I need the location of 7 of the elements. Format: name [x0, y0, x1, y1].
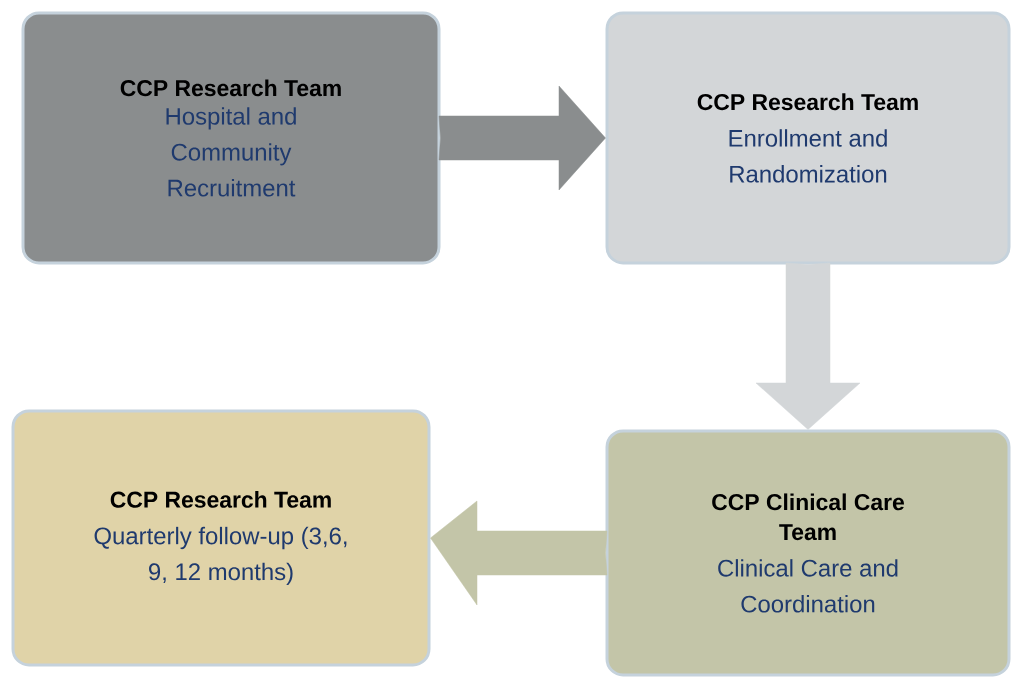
block-arrow	[755, 262, 861, 430]
process-box: CCP Clinical Care Team Clinical Care and Coordination	[605, 429, 1011, 677]
block-arrow	[438, 85, 606, 191]
process-box: CCP Research Team Enrollment and Randomization	[605, 11, 1011, 265]
process-box: CCP Research Team Hospital and Community Recruitment	[21, 11, 441, 265]
block-arrow	[430, 500, 608, 606]
process-box: CCP Research Team Quarterly follow-up (3,6, 9, 12 months)	[11, 409, 431, 667]
